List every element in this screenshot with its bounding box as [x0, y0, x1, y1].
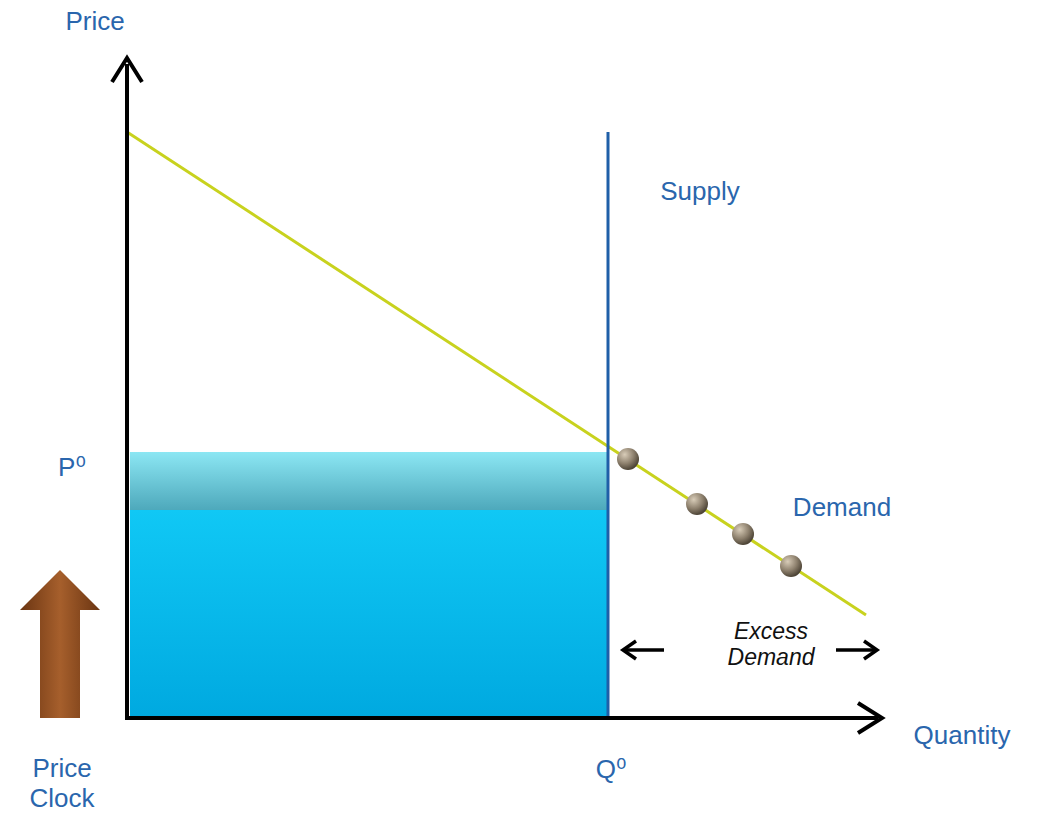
quantity-level: Q⁰: [596, 755, 627, 785]
demand-line: [127, 132, 866, 615]
axes: [112, 58, 882, 733]
curve-label: Demand: [793, 493, 891, 523]
price-band: [130, 452, 608, 510]
revenue-area: [130, 510, 608, 718]
axis-title: Price: [65, 7, 124, 37]
axis-title: Quantity: [914, 721, 1011, 751]
excess-note: Excess Demand: [726, 618, 816, 671]
clock-label: Price Clock: [22, 754, 102, 814]
price-level: P⁰: [58, 453, 86, 483]
demand-balls: [617, 448, 802, 577]
price-clock-arrow: [20, 570, 100, 718]
supply-line: [607, 132, 610, 718]
curve-label: Supply: [660, 177, 740, 207]
